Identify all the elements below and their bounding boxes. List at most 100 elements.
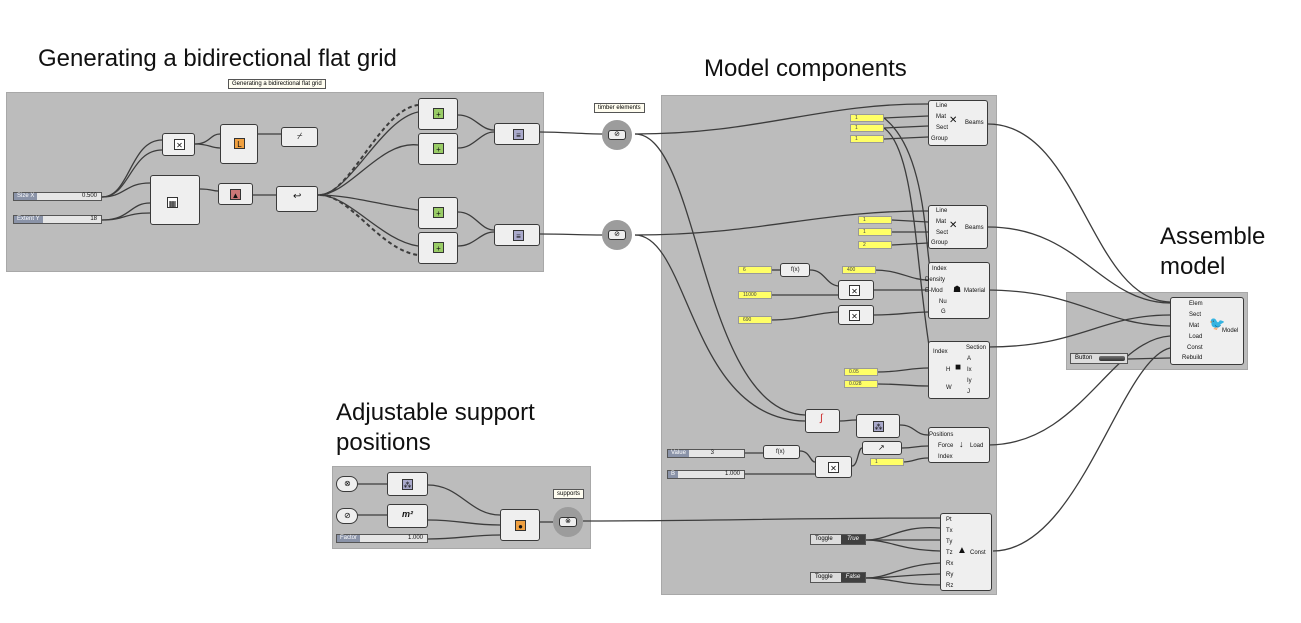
line-sdl-component-2[interactable]: +	[418, 133, 458, 165]
mat-panel-400[interactable]: 400	[842, 266, 876, 274]
multiply-icon: ✕	[849, 310, 860, 321]
supports-tag: supports	[553, 489, 585, 499]
emu-icon: 🐦	[1209, 316, 1226, 331]
expression-icon: f(x)	[791, 267, 800, 273]
beams-output: Beams	[965, 225, 984, 231]
mat-panel-6[interactable]: 6	[738, 266, 772, 274]
support-icon: ▲	[957, 545, 967, 556]
line-sdl-component-3[interactable]: +	[418, 197, 458, 229]
sect-panel-w[interactable]: 0.028	[844, 380, 878, 388]
line-sdl-component-4[interactable]: +	[418, 232, 458, 264]
slider-value: 1.000	[407, 535, 423, 541]
rectangle-component[interactable]: ▦	[150, 175, 200, 225]
button-label: Button	[1075, 355, 1093, 361]
vector-icon: ↗	[878, 443, 885, 452]
line-component[interactable]: L	[220, 124, 258, 164]
merge-icon: ≡	[513, 129, 524, 140]
mat-expression-component[interactable]: f(x)	[780, 263, 810, 277]
section-output-a: A	[967, 356, 972, 362]
multiply-component-3[interactable]: ✕	[838, 305, 874, 325]
assemble-component[interactable]: Elem Sect Mat Load Const Rebuild 🐦 Model	[1170, 297, 1244, 365]
slider-value: 1.000	[724, 471, 740, 477]
toggle-true[interactable]: Toggle True	[810, 534, 866, 545]
factor-slider[interactable]: Factor 1.000	[336, 534, 428, 543]
support-points-param[interactable]: ⊗	[336, 476, 358, 492]
wire	[987, 123, 1171, 303]
assemble-input-elem: Elem	[1189, 301, 1203, 307]
multiply-component-2[interactable]: ✕	[838, 280, 874, 300]
explode-component[interactable]: ⌿	[281, 127, 318, 147]
shift-list-component[interactable]: ↩	[276, 186, 318, 212]
scale-component[interactable]: ●	[500, 509, 540, 541]
support-input-ry: Ry	[946, 572, 954, 578]
support-curve-param[interactable]: ⊘	[336, 508, 358, 524]
section-component[interactable]: Index H W ■ Section A Ix Iy J	[928, 341, 990, 399]
line-sdl-component-1[interactable]: +	[418, 98, 458, 130]
group-grid[interactable]	[6, 92, 544, 272]
material-input-g: G	[941, 309, 946, 315]
load-output: Load	[970, 443, 984, 449]
beams-input-mat: Mat	[936, 114, 947, 120]
b-slider[interactable]: B 1.000	[667, 470, 745, 479]
supports-param[interactable]: ⊗	[553, 507, 583, 537]
merge-component-2[interactable]: ≡	[494, 224, 540, 246]
slider-value: 0.500	[81, 193, 97, 199]
shift-icon: ↩	[293, 191, 302, 202]
title-assemble-line1: Assemble	[1160, 223, 1266, 250]
line-sdl-icon: +	[433, 207, 444, 218]
area-icon: m²	[402, 509, 413, 519]
material-output: Material	[964, 288, 986, 294]
mat-panel-690[interactable]: 690	[738, 316, 772, 324]
toggle-name: Toggle	[815, 536, 833, 542]
value-slider[interactable]: Value 3	[667, 449, 745, 458]
assemble-input-rebuild: Rebuild	[1182, 355, 1203, 361]
toggle-false[interactable]: Toggle False	[810, 572, 866, 583]
slider-name: Extent Y	[14, 216, 43, 223]
area-component[interactable]: m²	[387, 504, 428, 528]
sect-panel-h[interactable]: 0.05	[844, 368, 878, 376]
load-index-panel[interactable]: 1	[870, 458, 904, 466]
multiply-component-4[interactable]: ✕	[815, 456, 852, 478]
load-component[interactable]: Positions Force Index ↓ Load	[928, 427, 990, 463]
beam-icon: ✕	[949, 115, 958, 126]
support-points-list-component[interactable]: ⁂	[387, 472, 428, 496]
merge-component-1[interactable]: ≡	[494, 123, 540, 145]
title-assemble-line2: model	[1160, 253, 1226, 280]
support-component[interactable]: Pt Tx Ty Tz Rx Ry Rz ▲ Const	[940, 513, 992, 591]
section-input-w: W	[946, 385, 952, 391]
mat-panel-11000[interactable]: 11000	[738, 291, 772, 299]
beam1-panel-3[interactable]: 1	[850, 135, 884, 143]
material-component[interactable]: Index Density E-Mod Nu G ☗ Material	[925, 262, 990, 319]
line-icon: L	[234, 138, 245, 149]
multiply-component[interactable]: ✕	[162, 133, 195, 156]
beam2-panel-1[interactable]: 1	[858, 216, 892, 224]
beams-component-2[interactable]: Line Mat Sect Group ✕ Beams	[928, 205, 988, 249]
assemble-input-mat: Mat	[1189, 323, 1200, 329]
scale-icon: ●	[515, 520, 526, 531]
beams-input-group: Group	[931, 240, 948, 246]
vector-component[interactable]: ↗	[862, 441, 902, 455]
load-expression-component[interactable]: f(x)	[763, 445, 800, 459]
support-output: Const	[970, 550, 986, 556]
timber-elements-param-1[interactable]: ⊘	[602, 120, 632, 150]
size-x-slider[interactable]: Size X 0.500	[13, 192, 102, 201]
extent-y-slider[interactable]: Extent Y 18	[13, 215, 102, 224]
polyline-icon: ▲	[230, 189, 241, 200]
rebuild-button[interactable]: Button	[1070, 353, 1128, 364]
beams-input-line: Line	[936, 103, 948, 109]
beams-component-1[interactable]: Line Mat Sect Group ✕ Beams	[928, 100, 988, 146]
material-input-index: Index	[932, 266, 947, 272]
beam1-panel-1[interactable]: 1	[850, 114, 884, 122]
timber-elements-param-2[interactable]: ⊘	[602, 220, 632, 250]
slider-value: 18	[90, 216, 97, 222]
assemble-output: Model	[1222, 328, 1239, 334]
beam1-panel-2[interactable]: 1	[850, 124, 884, 132]
polyline-component[interactable]: ▲	[218, 183, 253, 205]
beam2-panel-3[interactable]: 2	[858, 241, 892, 249]
beams-output: Beams	[965, 120, 984, 126]
curve-divide-component[interactable]: ∫	[805, 409, 840, 433]
beam2-panel-2[interactable]: 1	[858, 228, 892, 236]
wire	[539, 131, 604, 135]
section-output-j: J	[967, 389, 970, 395]
point-list-component[interactable]: ⁂	[856, 414, 900, 438]
